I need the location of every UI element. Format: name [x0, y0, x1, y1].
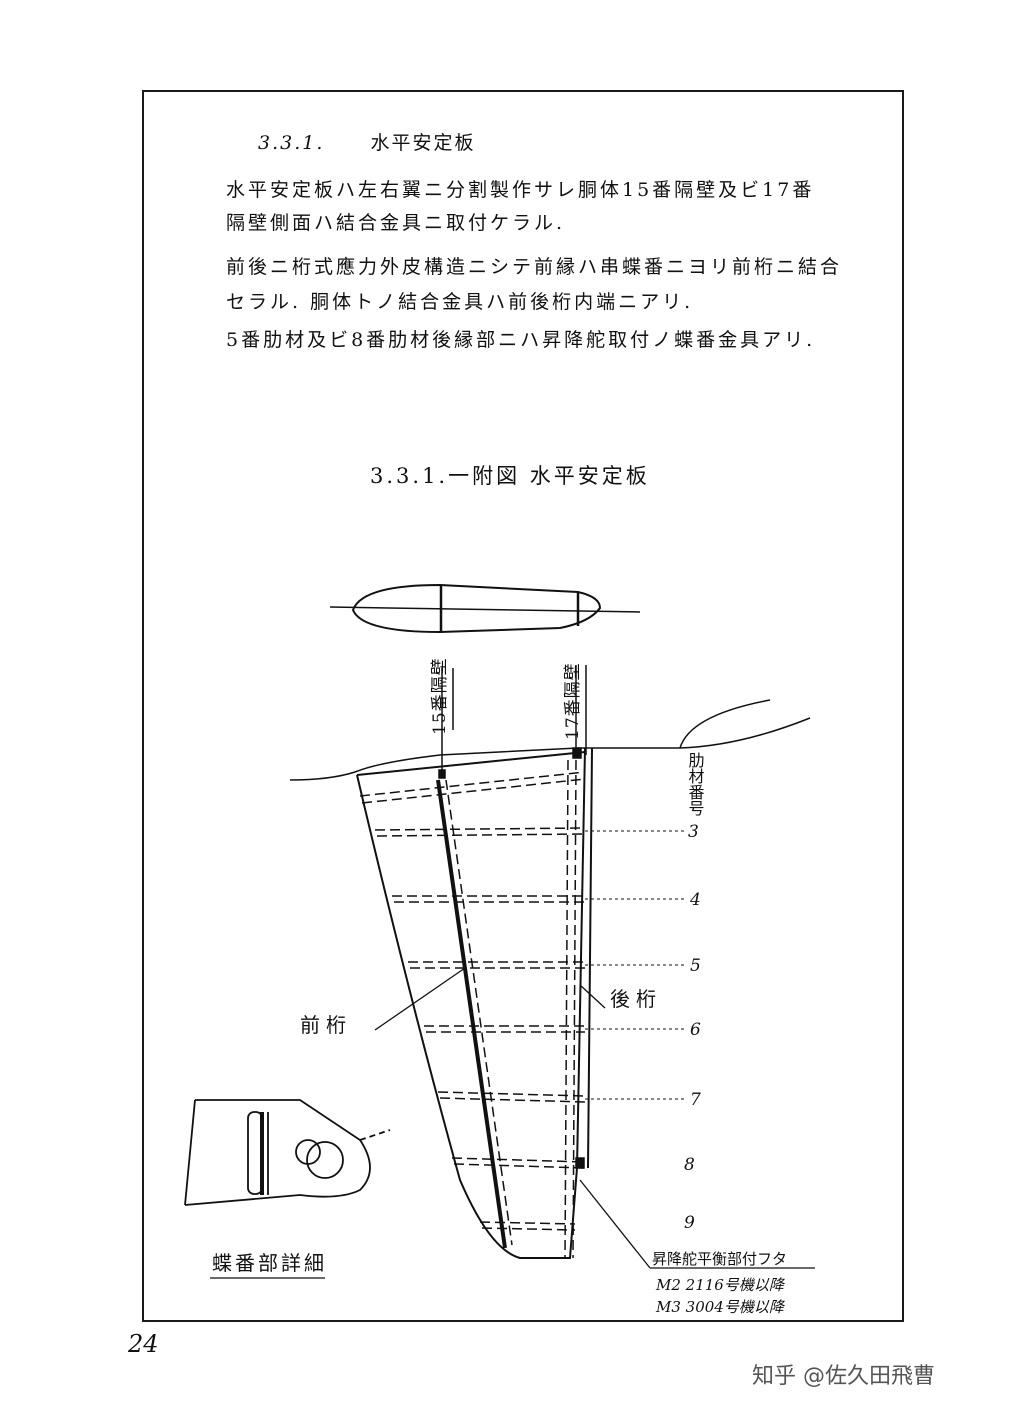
paragraph-line-2: 隔壁側面ハ結合金具ニ取付ケラル. — [226, 212, 566, 234]
rib-lines — [359, 759, 586, 1259]
note-m3-label: M3 3004号機以降 — [655, 1298, 786, 1316]
rib-number-3: 3 — [688, 822, 699, 842]
rib-leader-lines — [585, 830, 685, 1100]
paragraph-line-5: 5番肋材及ビ8番肋材後縁部ニハ昇降舵取付ノ蝶番金具アリ. — [226, 329, 816, 351]
bulkhead-17-label: 17番隔壁 — [563, 662, 583, 740]
section-number: 3.3.1. — [258, 132, 325, 154]
paragraph-line-1: 水平安定板ハ左右翼ニ分割製作サレ胴体15番隔壁及ビ17番 — [226, 179, 815, 201]
paragraph-line-3: 前後ニ桁式應力外皮構造ニシテ前縁ハ串蝶番ニヨリ前桁ニ結合 — [226, 256, 843, 278]
rib-number-4: 4 — [689, 890, 701, 910]
front-spar-label: 前桁 — [300, 1013, 352, 1037]
fuselage-outline — [289, 699, 811, 781]
rib-number-9: 9 — [684, 1213, 695, 1233]
bulkhead-15-label: 15番隔壁 — [430, 657, 450, 735]
stabilizer-planform — [356, 747, 593, 1259]
front-spar-line — [436, 779, 507, 1249]
note-m2-label: M2 2116号機以降 — [655, 1276, 786, 1294]
rib-number-7: 7 — [690, 1090, 701, 1110]
paragraph-line-4: セラル. 胴体トノ結合金具ハ前後桁内端ニアリ. — [226, 291, 694, 313]
callout-leaders — [210, 967, 815, 1279]
hinge-detail-drawing — [184, 1099, 391, 1206]
section-heading: 3.3.1. 水平安定板 — [258, 128, 475, 155]
watermark: 知乎 @佐久田飛曹 — [752, 1364, 935, 1389]
rib-number-5: 5 — [690, 956, 701, 976]
figure-title: 3.3.1.一附図 水平安定板 — [370, 464, 650, 488]
rib-number-label: 肋材番号 — [686, 752, 705, 817]
balance-note-label: 昇降舵平衡部付フタ — [652, 1250, 787, 1268]
page-frame — [142, 90, 904, 1322]
hinge-detail-label: 蝶番部詳細 — [212, 1251, 327, 1275]
airfoil-section — [329, 583, 641, 634]
page-number: 24 — [128, 1330, 159, 1358]
section-title: 水平安定板 — [370, 132, 476, 154]
rear-spar-label: 後桁 — [610, 987, 662, 1011]
rib-number-6: 6 — [690, 1020, 701, 1040]
rib-number-8: 8 — [684, 1155, 695, 1175]
bulkhead-markers — [438, 665, 587, 1169]
